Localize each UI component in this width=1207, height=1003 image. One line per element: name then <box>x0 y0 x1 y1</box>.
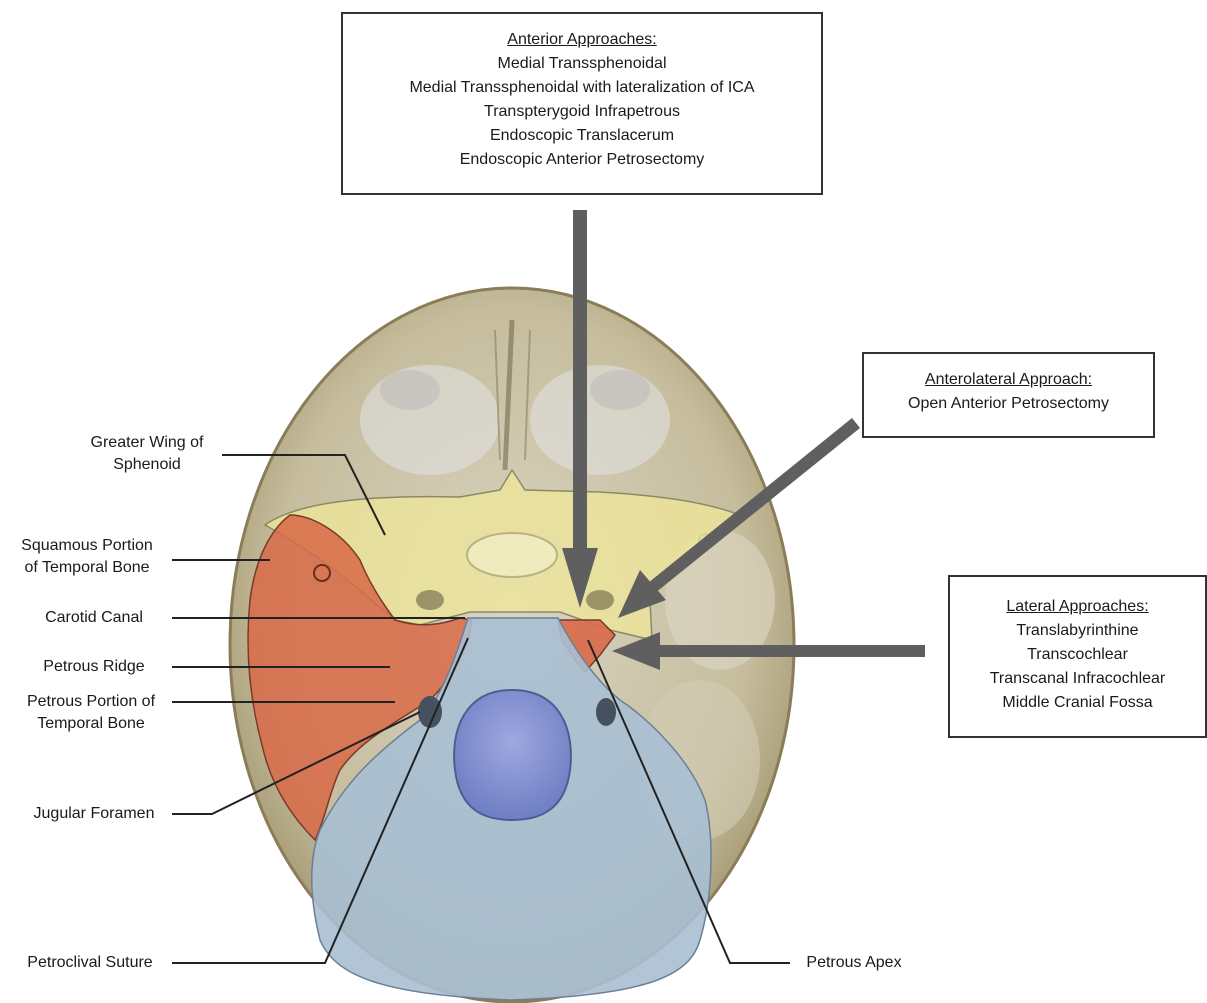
label-line: Petrous Portion of <box>10 691 172 713</box>
anterolateral-approach-item: Open Anterior Petrosectomy <box>864 392 1153 416</box>
label-squamous-portion: Squamous Portion of Temporal Bone <box>6 535 168 579</box>
label-petrous-apex: Petrous Apex <box>795 952 913 974</box>
lateral-approach-item: Middle Cranial Fossa <box>950 691 1205 715</box>
label-petrous-portion: Petrous Portion of Temporal Bone <box>10 691 172 735</box>
label-carotid-canal: Carotid Canal <box>20 607 168 629</box>
foramen-magnum <box>454 690 571 820</box>
lateral-approaches-box: Lateral Approaches: Translabyrinthine Tr… <box>948 575 1207 738</box>
label-line: of Temporal Bone <box>6 557 168 579</box>
anterior-approach-item: Transpterygoid Infrapetrous <box>343 100 821 124</box>
label-petrous-ridge: Petrous Ridge <box>20 656 168 678</box>
label-jugular-foramen: Jugular Foramen <box>20 803 168 825</box>
anterior-approach-item: Medial Transsphenoidal <box>343 52 821 76</box>
anterior-approach-item: Medial Transsphenoidal with lateralizati… <box>343 76 821 100</box>
anterior-approach-item: Endoscopic Translacerum <box>343 124 821 148</box>
label-greater-wing-of-sphenoid: Greater Wing of Sphenoid <box>72 432 222 476</box>
anterior-approaches-heading: Anterior Approaches: <box>343 28 821 52</box>
label-line: Sphenoid <box>72 454 222 476</box>
anterior-approach-item: Endoscopic Anterior Petrosectomy <box>343 148 821 172</box>
label-line: Temporal Bone <box>10 713 172 735</box>
anterolateral-approach-heading: Anterolateral Approach: <box>864 368 1153 392</box>
label-petroclival-suture: Petroclival Suture <box>10 952 170 974</box>
anterior-approaches-box: Anterior Approaches: Medial Transsphenoi… <box>341 12 823 195</box>
label-line: Greater Wing of <box>72 432 222 454</box>
lateral-approach-item: Transcanal Infracochlear <box>950 667 1205 691</box>
lateral-approach-item: Transcochlear <box>950 643 1205 667</box>
anterolateral-approach-box: Anterolateral Approach: Open Anterior Pe… <box>862 352 1155 438</box>
lateral-approach-item: Translabyrinthine <box>950 619 1205 643</box>
label-line: Squamous Portion <box>6 535 168 557</box>
lateral-approaches-heading: Lateral Approaches: <box>950 595 1205 619</box>
